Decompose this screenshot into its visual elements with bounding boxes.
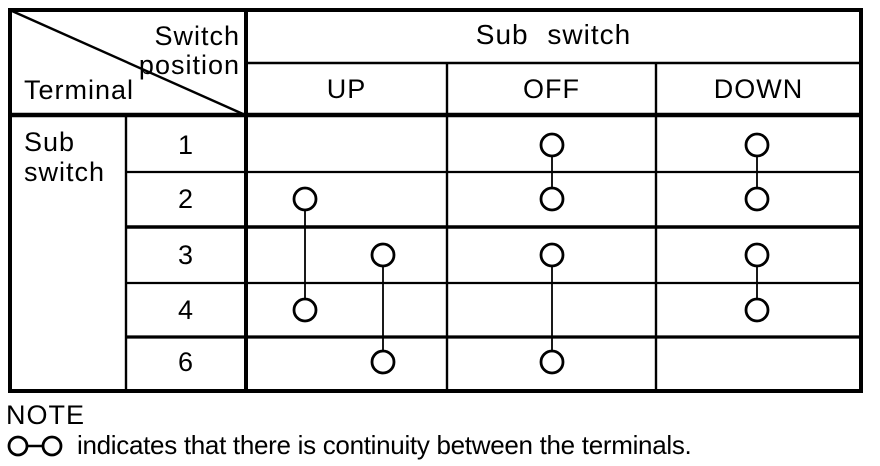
continuity-terminal-circle-icon [370,242,396,268]
sub-switch-group-header: Sub switch [475,19,632,50]
continuity-terminal-circle-icon [539,242,565,268]
continuity-terminal-circle-icon [744,297,770,323]
corner-diagonal-line [11,9,244,116]
continuity-terminal-circle-icon [539,349,565,375]
continuity-terminal-circle-icon [370,349,396,375]
switch-position-line1: Switch [154,21,240,51]
terminal-number: 2 [177,184,195,214]
terminal-number: 3 [177,240,195,270]
continuity-terminal-circle-icon [744,132,770,158]
continuity-symbol-icon [7,435,63,456]
corner-terminal-label: Terminal [24,75,135,105]
terminal-number: 1 [177,130,195,160]
continuity-terminal-circle-icon [744,242,770,268]
terminal-number: 6 [177,347,195,377]
continuity-terminal-circle-icon [292,297,318,323]
terminal-number: 4 [177,295,195,325]
note-title: NOTE [6,400,86,430]
column-header-off: OFF [523,74,580,104]
continuity-terminal-circle-icon [292,186,318,212]
continuity-terminal-circle-icon [744,186,770,212]
table-outer-border [8,8,863,393]
corner-switch-position-label: Switch position [100,22,240,80]
column-header-up: UP [326,74,367,104]
column-header-down: DOWN [713,74,804,104]
continuity-marks [292,132,770,375]
switch-position-line2: position [138,50,240,80]
continuity-terminal-circle-icon [539,186,565,212]
note-text: indicates that there is continuity betwe… [77,430,692,460]
note-line: indicates that there is continuity betwe… [6,430,692,461]
continuity-terminal-circle-icon [539,132,565,158]
row-group-sub-switch-label: Sub switch [24,127,106,187]
